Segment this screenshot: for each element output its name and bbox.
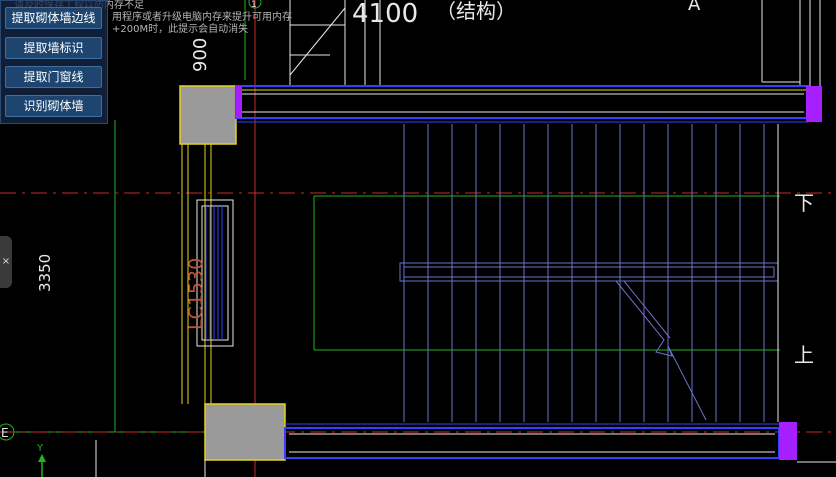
column-bottom-left[interactable] [204, 403, 286, 461]
wall-top-end-left [236, 86, 242, 118]
top-structure-lines [289, 0, 821, 86]
stair-treads[interactable] [403, 124, 765, 422]
axis-bubble-e[interactable] [0, 423, 15, 441]
dim-left-text: 3350 [36, 254, 54, 292]
identify-masonry-wall-button[interactable]: 识别砌体墙 [5, 95, 102, 117]
top-right-char: A [688, 0, 701, 15]
dim-top-text: 4100 [352, 0, 418, 29]
stair-landing-rail[interactable] [399, 262, 779, 282]
extract-wall-mark-button[interactable]: 提取墙标识 [5, 37, 102, 59]
stair-break-line [615, 280, 707, 421]
ucs-y-label: Y [36, 443, 44, 454]
column-top-left[interactable] [179, 85, 237, 145]
axis-e-label: E [1, 426, 9, 440]
window-tag-text: LC1530 [185, 258, 207, 330]
window-frame [196, 199, 234, 347]
green-grid-lines [0, 0, 780, 433]
wall-top-end-right [806, 86, 822, 122]
close-icon: × [1, 256, 11, 267]
extract-masonry-wall-edge-button[interactable]: 提取砌体墙边线 [5, 7, 102, 29]
ucs-icon: Y [36, 443, 46, 477]
stair-landing-rail-inner [403, 266, 775, 278]
recognition-panel: 提取砌体墙边线 提取墙标识 提取门窗线 识别砌体墙 [0, 0, 108, 124]
axis-bubble-1[interactable] [248, 0, 262, 9]
stair-down-label: 下 [794, 191, 814, 215]
wall-bottom-end-right [779, 422, 797, 460]
left-wall-lines[interactable] [181, 144, 212, 404]
axis-1-label: 1 [251, 0, 257, 10]
dim-left-top-text: 900 [190, 38, 211, 72]
wall-top[interactable] [235, 85, 809, 119]
extract-door-window-line-button[interactable]: 提取门窗线 [5, 66, 102, 88]
stair-break-line-2 [623, 280, 671, 339]
stair-up-label: 上 [794, 343, 814, 367]
structure-label: （结构） [436, 0, 516, 23]
window-glass-lines [205, 206, 223, 340]
side-collapse-tab[interactable]: × [0, 236, 12, 288]
